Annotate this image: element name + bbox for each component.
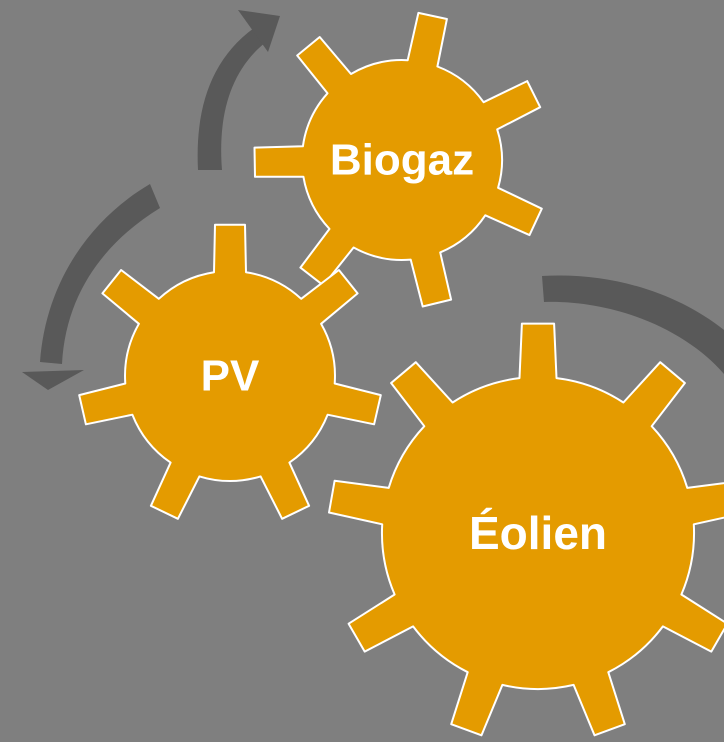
gear-eolien: Éolien	[328, 322, 724, 737]
gear-pv-shape	[78, 223, 382, 520]
arrow-up-to-biogaz	[197, 10, 280, 170]
gear-eolien-label: Éolien	[469, 507, 607, 559]
arrow-to-eolien	[542, 275, 724, 374]
gear-biogaz-shape	[253, 11, 543, 308]
gear-pv-label: PV	[201, 352, 260, 401]
gear-biogaz-label: Biogaz	[330, 136, 474, 185]
cycle-arrows	[22, 10, 724, 390]
gear-pv: PV	[78, 223, 382, 520]
arrow-down-to-pv	[22, 184, 160, 390]
gear-eolien-shape	[328, 322, 724, 737]
gear-biogaz: Biogaz	[253, 11, 543, 308]
